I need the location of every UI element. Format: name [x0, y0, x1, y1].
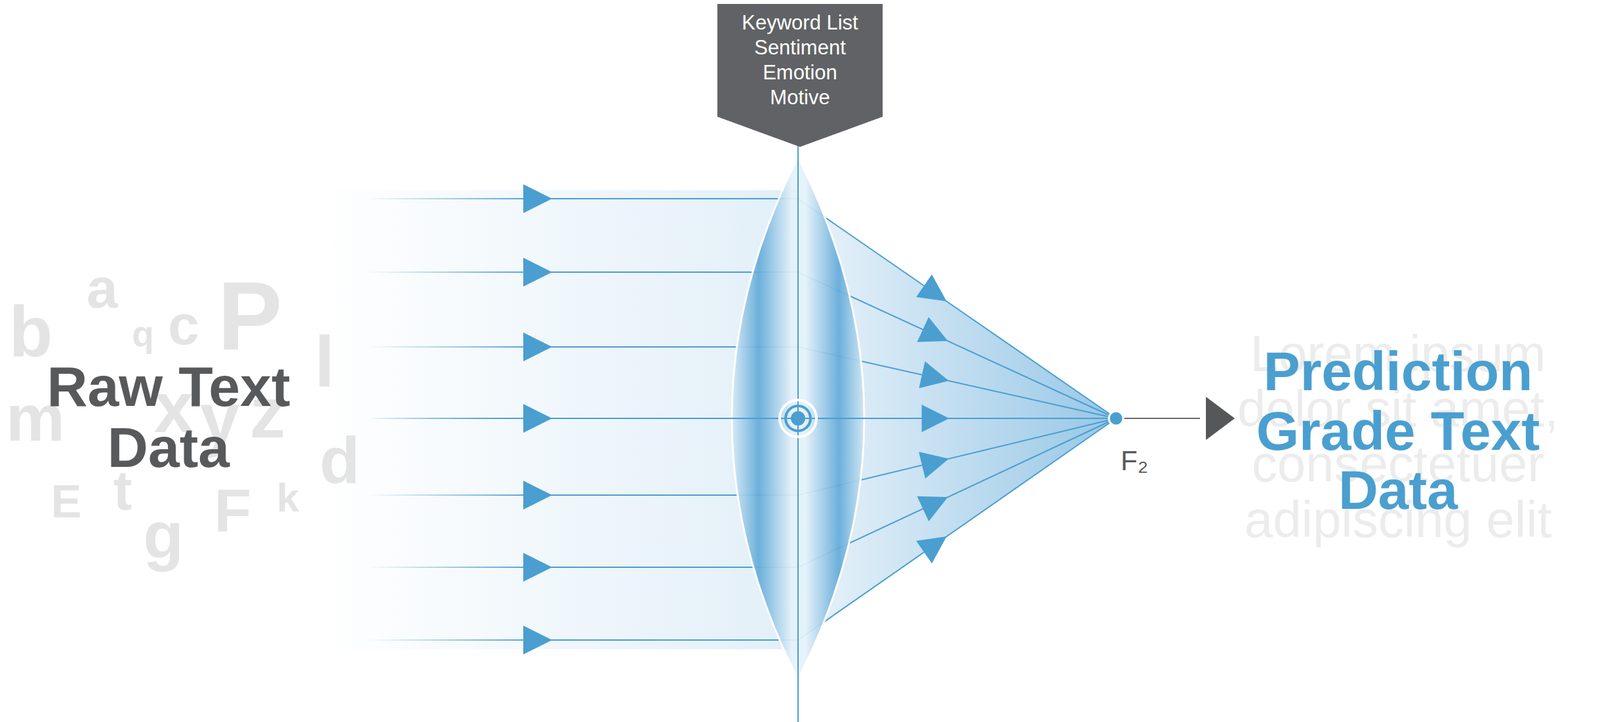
- background-letter: b: [9, 293, 54, 371]
- incoming-arrowhead: [523, 552, 553, 582]
- converging-arrowhead: [921, 404, 950, 433]
- incoming-arrowhead: [523, 403, 553, 433]
- background-letter: c: [167, 294, 200, 356]
- output-arrowhead: [1205, 396, 1235, 440]
- incoming-arrowhead: [523, 184, 553, 214]
- converging-arrowhead: [917, 316, 955, 354]
- ray-band: [314, 190, 799, 650]
- output-title: Prediction Grade Text Data: [1243, 341, 1553, 520]
- lens-center-dot: [790, 411, 806, 426]
- banner-text: Keyword List Sentiment Emotion Motive: [734, 10, 866, 111]
- converging-arrowhead: [916, 525, 955, 564]
- lens-center-ring: [779, 400, 817, 437]
- background-letter: E: [51, 477, 82, 528]
- background-letter: l: [314, 323, 335, 401]
- background-letter: q: [131, 314, 155, 354]
- focal-label: F₂: [1120, 445, 1149, 476]
- ray-arrowheads: [523, 184, 955, 655]
- output-line: [1116, 417, 1200, 420]
- background-letter: F: [214, 477, 252, 543]
- background-letter: k: [276, 476, 300, 520]
- incoming-arrowhead: [523, 257, 553, 287]
- converging-arrowhead: [916, 274, 955, 313]
- lens-center-ring: [785, 405, 811, 431]
- lens-axis: [797, 131, 799, 722]
- optical-axis: [367, 417, 1174, 420]
- incoming-arrowhead: [523, 332, 553, 362]
- keyword-banner: Keyword List Sentiment Emotion Motive: [717, 3, 883, 147]
- input-title: Raw Text Data: [27, 356, 310, 479]
- focal-point: [1108, 411, 1124, 426]
- background-letter: P: [217, 263, 283, 369]
- converging-arrowhead: [918, 445, 953, 479]
- incoming-arrowhead: [523, 480, 553, 510]
- background-letter: g: [142, 499, 184, 572]
- converging-arrowhead: [917, 484, 955, 522]
- background-letter: d: [319, 424, 360, 497]
- converging-arrowhead: [918, 361, 952, 395]
- background-letter: a: [86, 257, 119, 319]
- banner-pentagon: [717, 3, 883, 147]
- incoming-arrowhead: [523, 625, 553, 655]
